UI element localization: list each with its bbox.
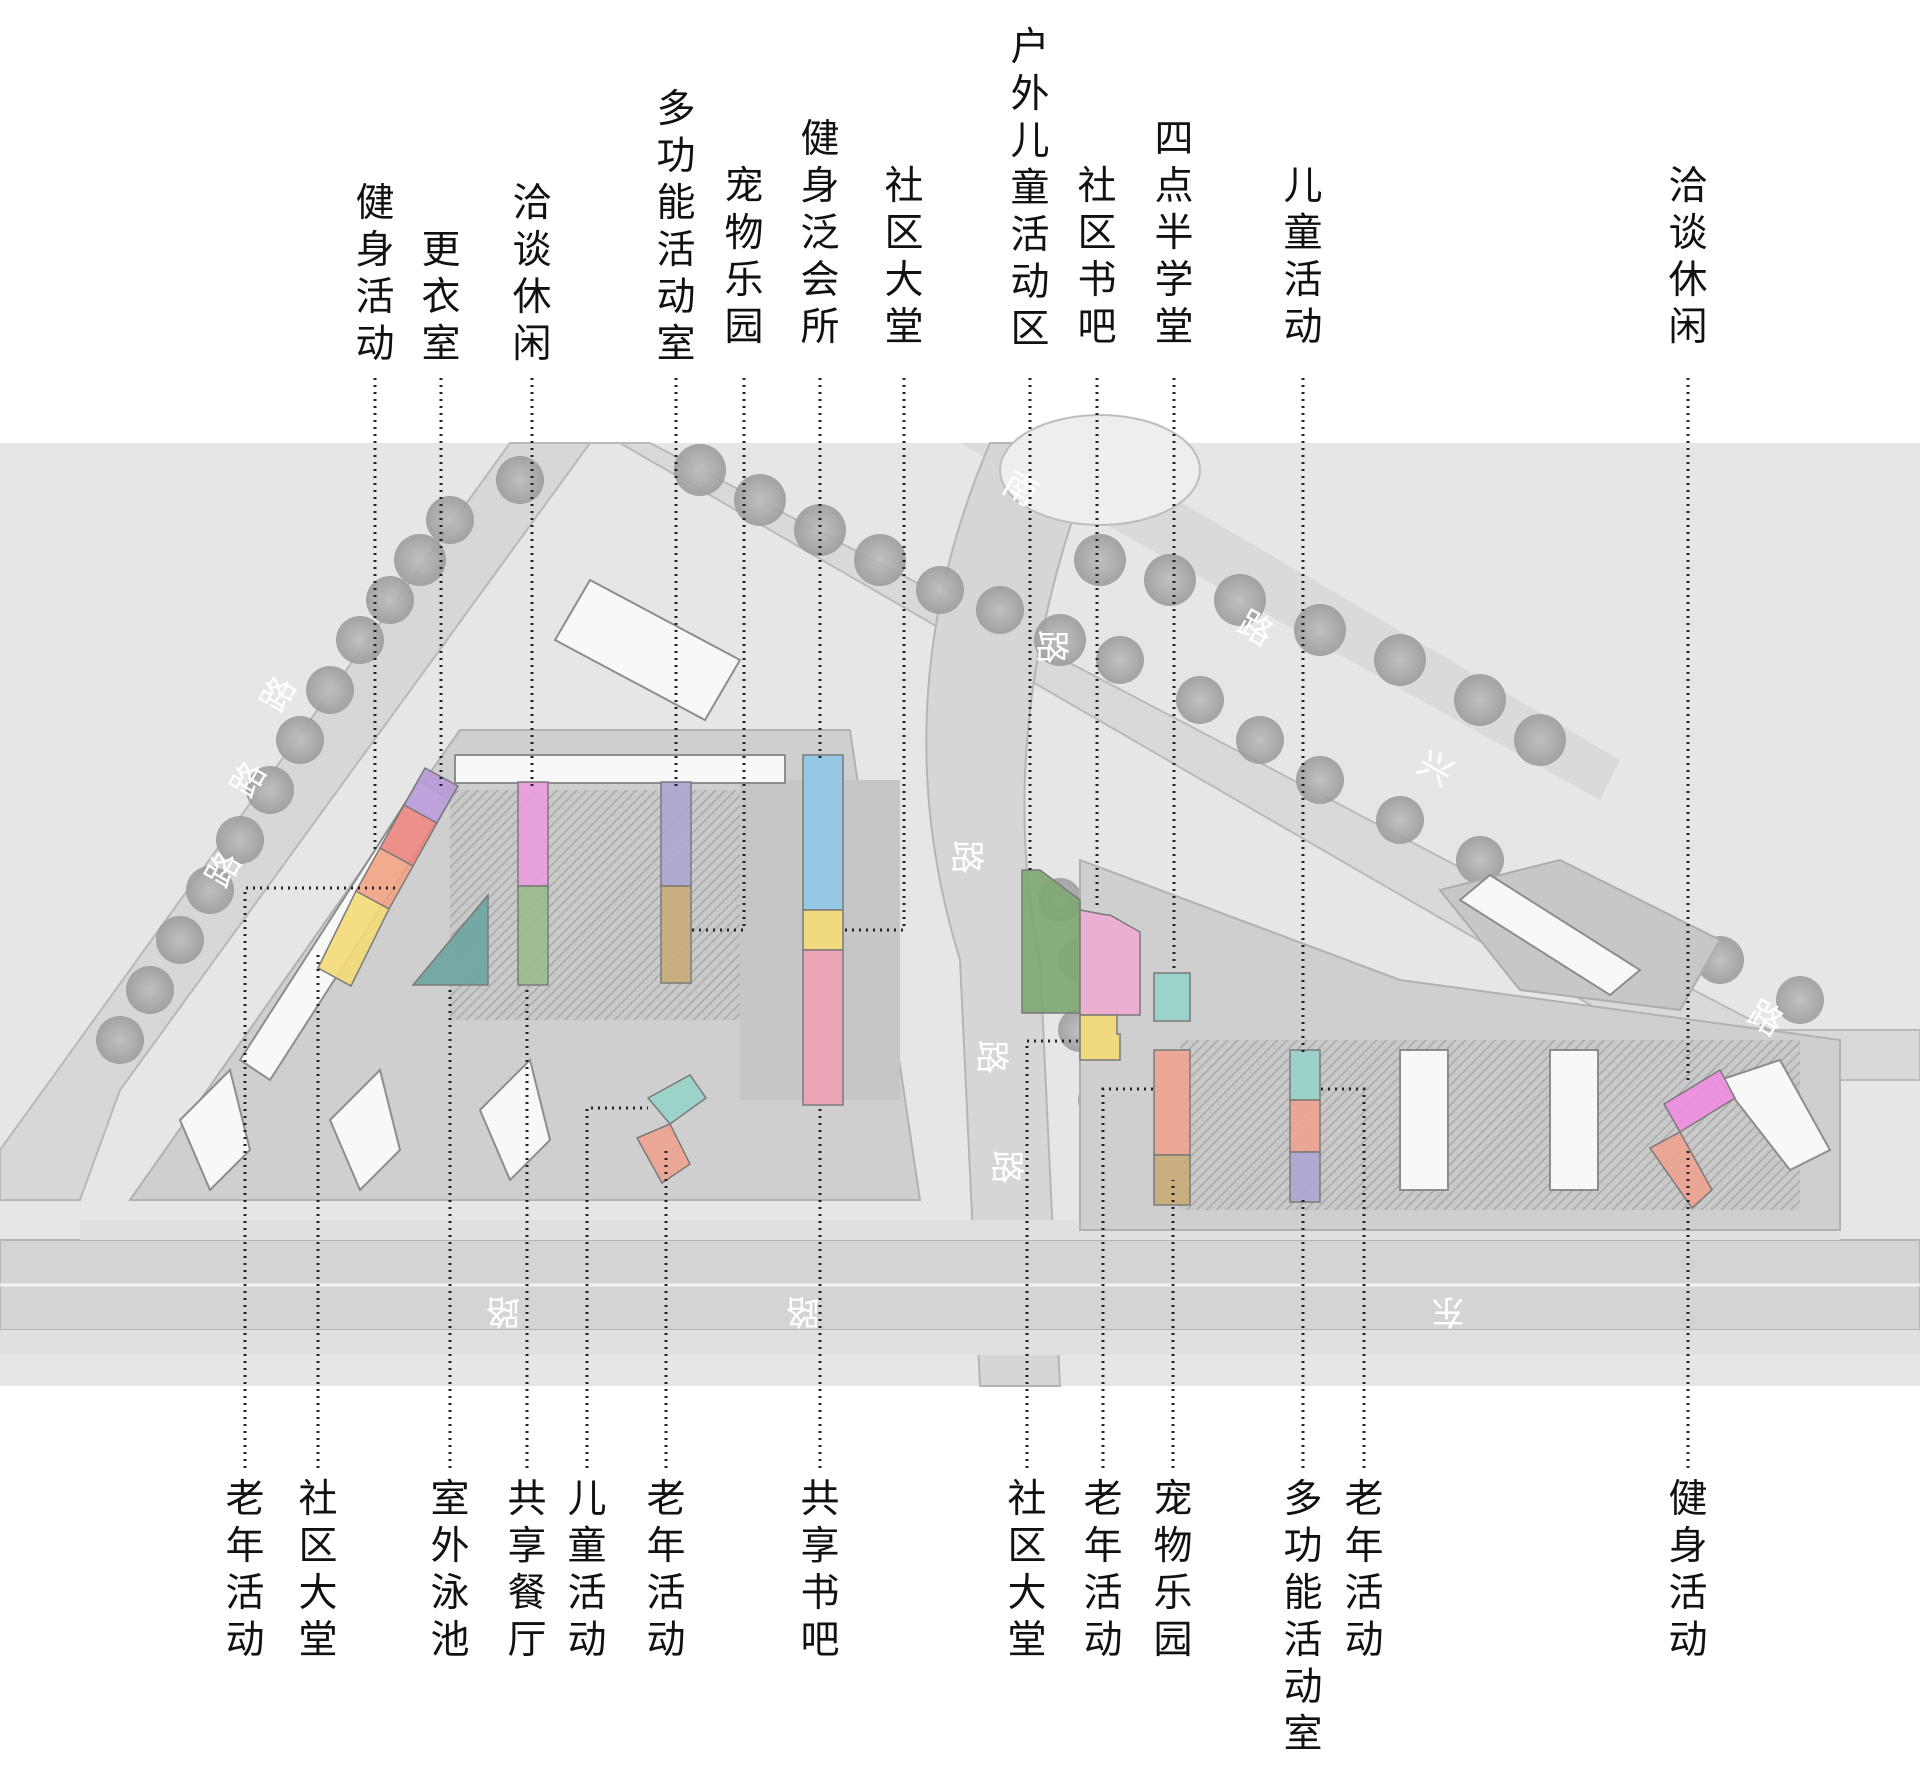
leader-b1 <box>243 886 395 1468</box>
top-label-pet-park: 宠物乐园 <box>724 164 764 350</box>
zone-children-1 <box>646 1074 708 1126</box>
program-zones <box>317 754 1736 1210</box>
leader-t5 <box>690 378 746 932</box>
road-char-13: 路 <box>986 1150 1026 1184</box>
apt-ne <box>1718 1058 1832 1172</box>
zone-lounge-east <box>1662 1068 1736 1134</box>
top-label-outdoor-children: 户外儿童活动区 <box>1010 25 1050 352</box>
top-label-lounge-1: 洽谈休闲 <box>512 181 552 367</box>
top-label-changing-room: 更衣室 <box>421 228 461 367</box>
leader-b8 <box>1025 1039 1080 1468</box>
zone-children-east <box>1289 1049 1321 1101</box>
zone-shared-dining <box>517 885 549 986</box>
apt-a <box>178 1068 252 1192</box>
bottom-label-elderly-4: 老年活动 <box>1344 1477 1384 1663</box>
road-char-14: 路 <box>971 1040 1011 1074</box>
bottom-label-shared-library: 共享书吧 <box>800 1477 840 1663</box>
top-label-community-library: 社区书吧 <box>1077 164 1117 350</box>
leader-b12 <box>1320 1087 1366 1468</box>
tower-north <box>553 578 742 722</box>
road-char-11: 路 <box>486 1291 520 1331</box>
slab-d <box>1399 1049 1449 1191</box>
zone-multi-room-2 <box>1289 1151 1321 1203</box>
zone-fitness-club <box>802 754 844 911</box>
zone-elderly-east-2 <box>1289 1099 1321 1153</box>
apt-b <box>328 1068 402 1192</box>
zone-lobby-central <box>802 909 844 951</box>
road-char-10: 东 <box>1431 1291 1465 1331</box>
zone-fitness-east <box>1648 1130 1713 1210</box>
zone-elderly-1 <box>635 1123 691 1185</box>
road-char-9: 路 <box>946 840 986 874</box>
zone-pet-park-1 <box>660 885 692 984</box>
zone-lobby-west <box>317 889 390 988</box>
roundabout <box>999 414 1201 526</box>
road-char-8: 路 <box>1031 630 1071 664</box>
bottom-label-elderly-3: 老年活动 <box>1083 1477 1123 1663</box>
bottom-label-outdoor-pool: 室外泳池 <box>430 1477 470 1663</box>
bottom-label-pet-park: 宠物乐园 <box>1153 1477 1193 1663</box>
zone-multi-room-1 <box>660 781 692 887</box>
zone-outdoor-pool <box>411 892 489 986</box>
top-label-children: 儿童活动 <box>1283 164 1323 350</box>
top-label-fitness: 健身活动 <box>355 181 395 367</box>
zone-shared-library <box>802 949 844 1106</box>
bottom-label-elderly-1: 老年活动 <box>225 1477 265 1663</box>
top-label-lounge-2: 洽谈休闲 <box>1668 164 1708 350</box>
top-label-lobby: 社区大堂 <box>884 164 924 350</box>
top-label-after-school: 四点半学堂 <box>1154 117 1194 350</box>
bottom-label-children-1: 儿童活动 <box>567 1477 607 1663</box>
top-label-multi-room: 多功能活动室 <box>656 87 696 367</box>
zone-lobby-east <box>1079 1014 1121 1061</box>
leader-lines <box>243 378 1690 1468</box>
bottom-label-shared-dining: 共享餐厅 <box>507 1477 547 1663</box>
apt-c <box>478 1058 552 1182</box>
top-label-fitness-club: 健身泛会所 <box>800 117 840 350</box>
bottom-label-fitness: 健身活动 <box>1668 1477 1708 1663</box>
road-central-curve <box>925 442 1102 1387</box>
zone-lounge-1 <box>517 781 549 887</box>
leader-b9 <box>1101 1087 1154 1468</box>
zone-after-school <box>1153 972 1191 1022</box>
leader-t7 <box>843 378 906 932</box>
leader-b5 <box>585 1106 648 1468</box>
podium-strip <box>454 754 786 784</box>
zone-elderly-east <box>1153 1049 1191 1156</box>
bottom-label-lobby-1: 社区大堂 <box>298 1477 338 1663</box>
bottom-label-multi-room: 多功能活动室 <box>1283 1477 1323 1757</box>
road-north-diagonal-2 <box>960 443 1620 800</box>
north-east-tower <box>1458 873 1642 997</box>
bottom-label-elderly-2: 老年活动 <box>646 1477 686 1663</box>
bottom-label-lobby-2: 社区大堂 <box>1007 1477 1047 1663</box>
slab-e <box>1549 1049 1599 1191</box>
sidewalk-south-2 <box>0 1330 1920 1355</box>
road-char-12: 路 <box>786 1291 820 1331</box>
